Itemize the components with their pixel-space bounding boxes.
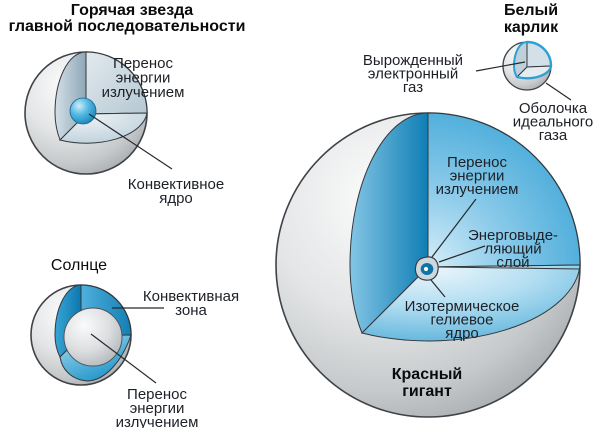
wd-ideal-gas-shell-rim-front [515,64,553,80]
rg-cut-face-floor [361,264,581,342]
red-giant-figure: Перенос энергии излучением Энерговыде- л… [275,112,581,418]
rg-radiative-leader-line [431,198,477,258]
sun-label-radiative-line3: излучением [116,414,199,428]
sun-label-radiative-line2: энергии [130,400,185,417]
wd-ideal-gas-shell-rim-left [512,41,528,78]
sun-label-convective-line2: зона [175,302,207,319]
rg-label-radiative-line1: Перенос [447,154,507,171]
sun-title: Солнце [51,257,107,274]
wd-label-shell-line1: Оболочка [519,100,588,117]
ms-label-radiative-line1: Перенос [113,55,173,72]
wd-shell-leader-line [545,82,572,101]
wd-label-shell-line2: идеального [513,114,594,131]
sun-label-radiative-line1: Перенос [127,386,187,403]
white-dwarf-figure: Белый карлик Вырожденный электронный газ… [363,2,593,144]
rg-label-energy-line2: ляющий [484,241,541,258]
main-sequence-star-title-line2: главной последовательности [9,18,246,35]
sun-radiative-interior-sphere [63,307,123,367]
white-dwarf-title-line2: карлик [504,19,559,36]
rg-core-leader-line [430,279,446,298]
ms-cut-face-right [85,51,148,115]
rg-core-center-dot [423,266,429,272]
wd-label-degenerate-line1: Вырожденный [363,52,463,69]
wd-ideal-gas-shell-rim-top [525,40,553,68]
rg-label-radiative-line2: энергии [450,168,505,185]
sun-figure: Солнце Конвективная зона Перенос энергии… [30,257,239,428]
wd-label-degenerate-line2: электронный [368,66,458,83]
sun-radiative-leader-line [90,333,157,384]
wd-label-degenerate-line3: газ [403,79,423,96]
rg-label-core-line3: ядро [445,325,479,342]
ms-core-leader-line [88,113,173,170]
wd-label-shell-line3: газа [539,127,568,144]
rg-label-energy-line3: слой [496,254,529,271]
rg-label-core-line1: Изотермическое [405,298,520,315]
wd-degenerate-leader-line [475,61,526,72]
ms-label-core-line1: Конвективное [128,176,224,193]
red-giant-title-line2: гигант [402,383,452,400]
main-sequence-star-figure: Горячая звезда главной последовательност… [9,2,246,207]
rg-cut-face-left [349,112,429,334]
rg-label-radiative-line3: излучением [436,181,519,198]
ms-label-radiative-line2: энергии [116,70,171,87]
rg-energy-layer-leader-line [438,245,486,263]
rg-label-energy-line1: Энерговыде- [468,227,558,244]
white-dwarf-title-line1: Белый [504,2,558,19]
ms-convective-core-sphere [69,97,97,125]
rg-cut-face-right [427,112,581,268]
sun-label-convective-line1: Конвективная [143,288,239,305]
rg-energy-layer-boundary-line [437,266,581,270]
red-giant-title-line1: Красный [392,366,463,383]
ms-label-core-line2: ядро [159,190,193,207]
main-sequence-star-title-line1: Горячая звезда [71,2,194,19]
rg-label-core-line2: гелиевое [431,312,494,329]
ms-label-radiative-line3: излучением [102,84,185,101]
